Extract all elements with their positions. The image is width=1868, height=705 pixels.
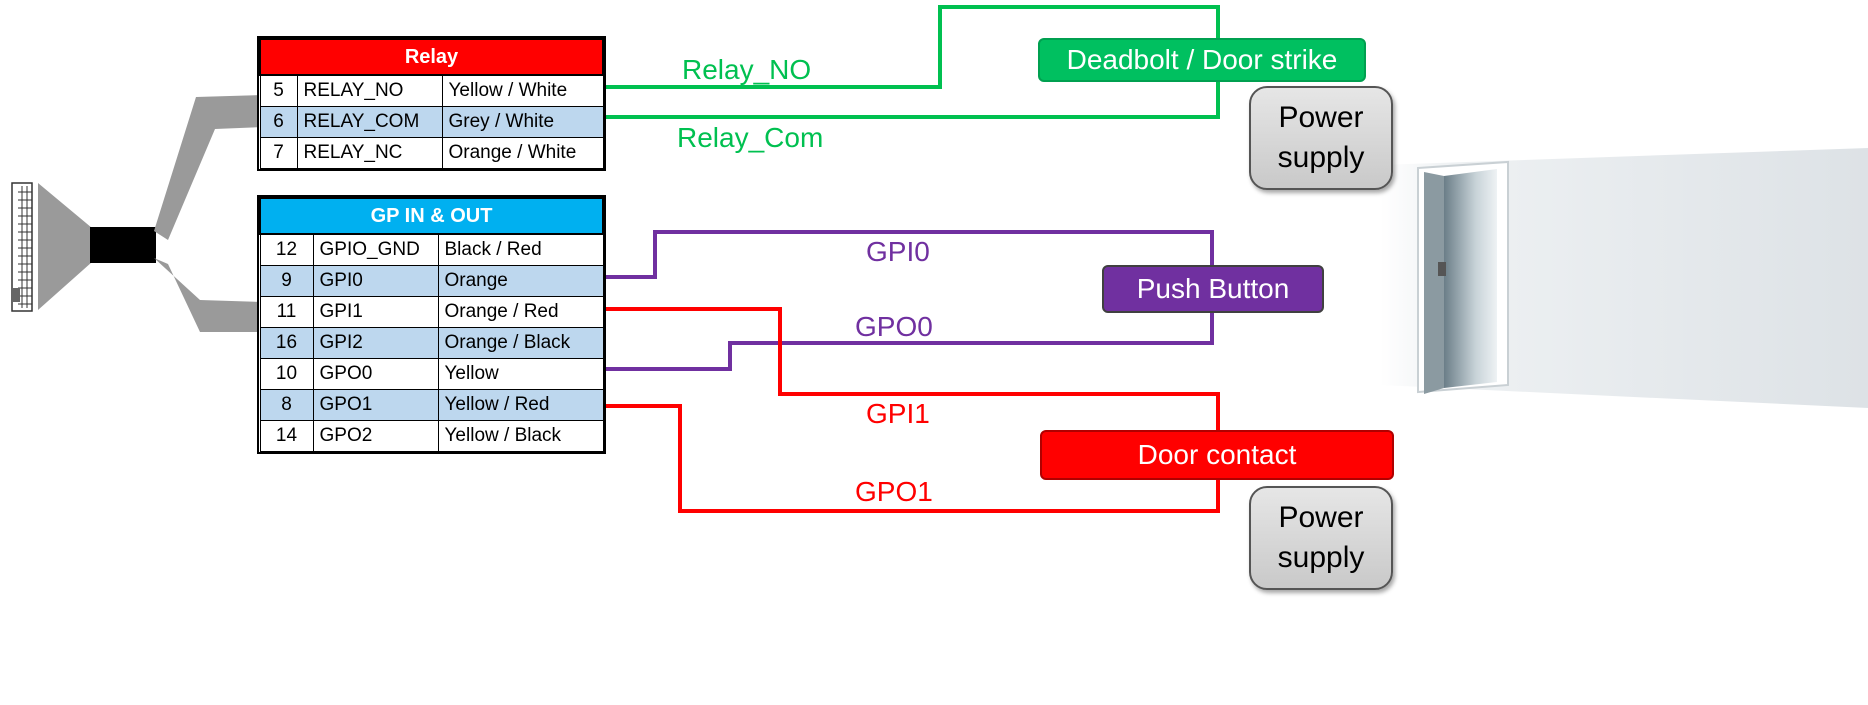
table-row: 10 GPO0 Yellow	[259, 358, 604, 390]
pin-number: 8	[259, 389, 314, 421]
wire-color: Orange / Red	[437, 296, 604, 328]
table-row: 6 RELAY_COM Grey / White	[259, 106, 604, 138]
cable-fan	[38, 183, 92, 310]
table-row: 12 GPIO_GND Black / Red	[259, 233, 604, 266]
wire-color: Grey / White	[441, 106, 604, 138]
gpio-table-title: GP IN & OUT	[259, 197, 604, 235]
cable-branch-upper	[154, 95, 263, 240]
wire-color: Orange / Black	[437, 327, 604, 359]
pin-number: 12	[259, 233, 314, 266]
table-row: 9 GPI0 Orange	[259, 265, 604, 297]
gpi1-wire	[605, 307, 1220, 431]
gpi0-wire	[605, 230, 1214, 279]
wire-color: Orange	[437, 265, 604, 297]
wire-color: Yellow / White	[441, 74, 604, 107]
table-row: 5 RELAY_NO Yellow / White	[259, 74, 604, 107]
push-button-box: Push Button	[1102, 265, 1324, 313]
signal-name: GPI0	[312, 265, 439, 297]
signal-name: RELAY_NO	[296, 74, 443, 107]
table-row: 14 GPO2 Yellow / Black	[259, 420, 604, 452]
relay-com-label: Relay_Com	[677, 122, 824, 153]
signal-name: GPI2	[312, 327, 439, 359]
power-supply-label-line1: Power	[1278, 100, 1364, 134]
door-icon	[1380, 148, 1868, 408]
power-supply-label-line2: supply	[1277, 141, 1365, 174]
gpo0-wire	[605, 311, 1214, 371]
signal-name: GPI1	[312, 296, 439, 328]
wire-color: Orange / White	[441, 137, 604, 169]
power-supply-label-line2: supply	[1277, 541, 1365, 574]
door-contact-label: Door contact	[1137, 439, 1297, 470]
door-contact-box: Door contact	[1040, 430, 1394, 480]
power-supply-top: Power supply	[1249, 86, 1393, 190]
push-button-label: Push Button	[1136, 273, 1290, 304]
relay-no-label: Relay_NO	[682, 54, 812, 85]
gpo1-wire	[605, 404, 1220, 513]
pin-number: 7	[259, 137, 298, 169]
relay-com-wire	[603, 82, 1220, 119]
table-row: 8 GPO1 Yellow / Red	[259, 389, 604, 421]
deadbolt-label: Deadbolt / Door strike	[1066, 44, 1338, 75]
signal-name: GPO0	[312, 358, 439, 390]
wire-color: Yellow	[437, 358, 604, 390]
pin-number: 14	[259, 420, 314, 452]
relay-table: Relay 5 RELAY_NO Yellow / White 6 RELAY_…	[257, 36, 606, 171]
power-supply-bottom: Power supply	[1249, 486, 1393, 590]
signal-name: GPO1	[312, 389, 439, 421]
signal-name: GPO2	[312, 420, 439, 452]
gpio-table: GP IN & OUT 12 GPIO_GND Black / Red 9 GP…	[257, 195, 606, 454]
connector-icon	[11, 182, 33, 312]
gpi0-label: GPI0	[866, 236, 930, 267]
table-row: 16 GPI2 Orange / Black	[259, 327, 604, 359]
table-row: 7 RELAY_NC Orange / White	[259, 137, 604, 169]
pin-number: 9	[259, 265, 314, 297]
deadbolt-box: Deadbolt / Door strike	[1038, 38, 1366, 82]
relay-table-title: Relay	[259, 38, 604, 76]
wire-color: Yellow / Black	[437, 420, 604, 452]
signal-name: GPIO_GND	[312, 233, 439, 266]
pin-number: 11	[259, 296, 314, 328]
gpo1-label: GPO1	[855, 476, 933, 507]
gpo0-label: GPO0	[855, 311, 933, 342]
relay-no-wire	[603, 5, 1220, 89]
table-row: 11 GPI1 Orange / Red	[259, 296, 604, 328]
wire-color: Black / Red	[437, 233, 604, 266]
pin-number: 6	[259, 106, 298, 138]
pin-number: 5	[259, 74, 298, 107]
gpi1-label: GPI1	[866, 398, 930, 429]
pin-number: 10	[259, 358, 314, 390]
pin-number: 16	[259, 327, 314, 359]
cable-branch-lower	[154, 258, 263, 332]
signal-name: RELAY_COM	[296, 106, 443, 138]
signal-name: RELAY_NC	[296, 137, 443, 169]
wire-color: Yellow / Red	[437, 389, 604, 421]
cable-sleeve	[90, 227, 156, 263]
power-supply-label-line1: Power	[1278, 500, 1364, 534]
